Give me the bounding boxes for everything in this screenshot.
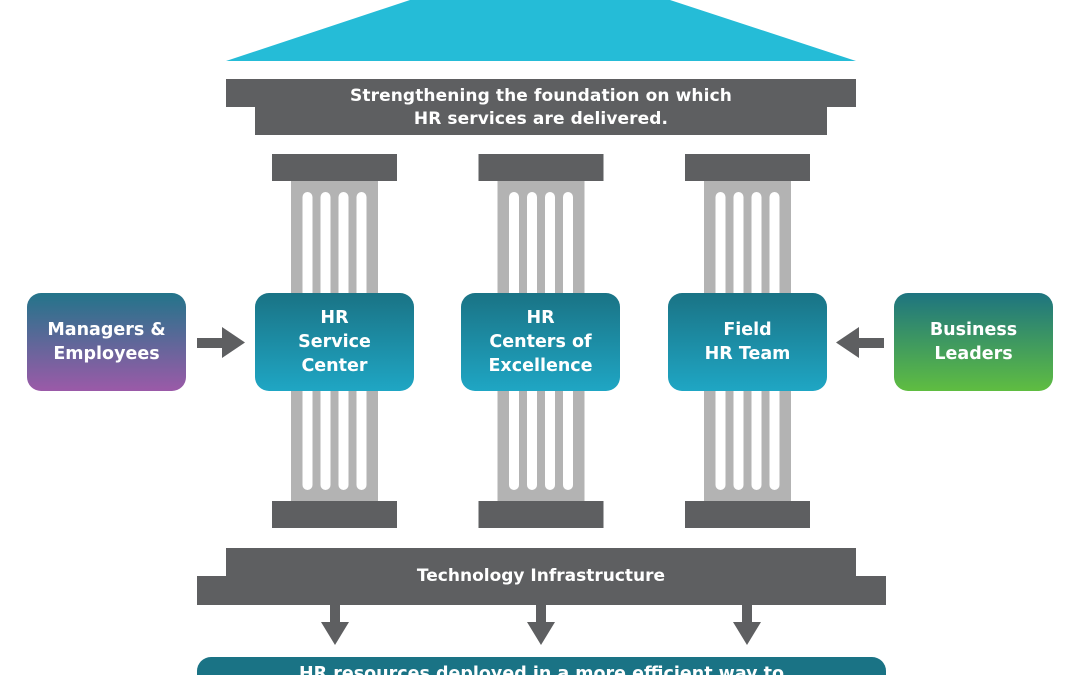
column-flute <box>302 380 313 490</box>
arrow-down-icon-1 <box>321 604 349 645</box>
managers-employees-label: Managers & Employees <box>47 320 166 364</box>
column-flute <box>320 380 331 490</box>
pillar-label-2: HR Centers of Excellence <box>488 308 593 376</box>
arrow-left-icon <box>836 327 884 358</box>
roof <box>226 0 856 61</box>
top-beam <box>226 79 856 135</box>
column-flute <box>338 380 349 490</box>
top-beam-line-2: HR services are delivered. <box>413 109 669 129</box>
column-flute <box>563 192 573 312</box>
column-capital <box>685 154 810 181</box>
pillar-label-3: Field HR Team <box>704 320 791 364</box>
column-flute <box>751 380 762 490</box>
column-flute <box>733 192 744 312</box>
column-flute <box>733 380 744 490</box>
business-leaders-label: Business Leaders <box>929 320 1018 364</box>
column-capital <box>272 154 397 181</box>
column-flute <box>563 380 573 490</box>
column-flute <box>509 192 519 312</box>
column-base <box>272 501 397 528</box>
business-leaders-box: Business Leaders <box>894 293 1053 391</box>
top-beam-line-1: Strengthening the foundation on which <box>350 86 732 106</box>
column-flute <box>356 380 367 490</box>
base-beam <box>197 548 886 605</box>
column-flute <box>715 192 726 312</box>
arrow-right-icon <box>197 327 245 358</box>
column-flute <box>527 192 537 312</box>
arrow-down-icon-3 <box>733 604 761 645</box>
outcome-box-bg <box>197 657 886 675</box>
pillar-hr-service-center: HR Service Center <box>255 293 414 391</box>
column-flute <box>769 380 780 490</box>
column-capital <box>478 154 604 181</box>
column-flute <box>769 192 780 312</box>
column-flute <box>302 192 313 312</box>
arrow-down-icon-2 <box>527 604 555 645</box>
column-flute <box>320 192 331 312</box>
column-base <box>478 501 604 528</box>
column-base <box>685 501 810 528</box>
column-flute <box>715 380 726 490</box>
pillar-label-1: HR Service Center <box>298 308 371 376</box>
column-flute <box>338 192 349 312</box>
top-beam-text: Strengthening the foundation on which HR… <box>226 85 856 131</box>
pillar-hr-centers-of-excellence: HR Centers of Excellence <box>461 293 620 391</box>
column-flute <box>509 380 519 490</box>
column-flute <box>545 192 555 312</box>
column-flute <box>356 192 367 312</box>
column-flute <box>527 380 537 490</box>
outcome-label: HR resources deployed in a more efficien… <box>298 664 784 684</box>
column-flute <box>545 380 555 490</box>
pillar-field-hr-team: Field HR Team <box>668 293 827 391</box>
column-flute <box>751 192 762 312</box>
base-beam-label: Technology Infrastructure <box>416 566 666 586</box>
managers-employees-box: Managers & Employees <box>27 293 186 391</box>
